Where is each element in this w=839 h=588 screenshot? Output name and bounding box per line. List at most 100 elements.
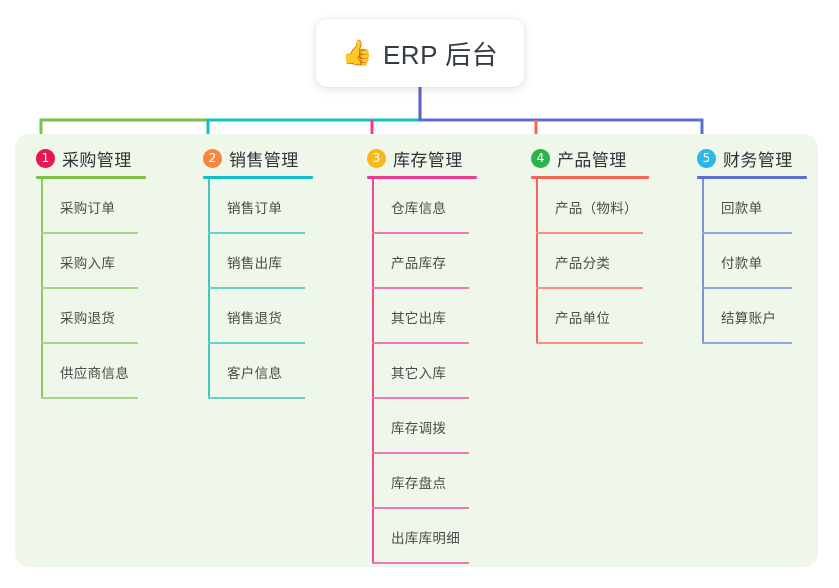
list-item[interactable]: 仓库信息 [372, 179, 477, 234]
column-title-3: 库存管理 [393, 150, 463, 170]
column-spine-1 [41, 179, 43, 399]
list-item[interactable]: 付款单 [702, 234, 807, 289]
list-item-rule [536, 287, 643, 289]
list-item-rule [208, 397, 305, 399]
list-item-rule [702, 342, 792, 344]
list-item-label: 库存调拨 [391, 420, 447, 436]
list-item[interactable]: 产品（物料） [536, 179, 649, 234]
list-item-rule [536, 232, 643, 234]
diagram-panel [15, 134, 818, 567]
list-item-rule [208, 342, 305, 344]
list-item-rule [702, 232, 792, 234]
column-badge-4: 4 [531, 148, 550, 168]
column-header-3[interactable]: 3 库存管理 [367, 146, 477, 170]
list-item-rule [536, 342, 643, 344]
root-node[interactable]: 👍 ERP 后台 [316, 19, 524, 87]
list-item-rule [702, 287, 792, 289]
root-title: ERP 后台 [382, 39, 499, 70]
list-item[interactable]: 回款单 [702, 179, 807, 234]
column-items-5: 回款单付款单结算账户 [702, 179, 807, 344]
list-item[interactable]: 采购订单 [41, 179, 146, 234]
list-item-rule [372, 397, 469, 399]
list-item-rule [41, 232, 138, 234]
list-item[interactable]: 供应商信息 [41, 344, 146, 399]
list-item-label: 产品分类 [555, 255, 611, 271]
list-item-label: 客户信息 [227, 365, 283, 381]
list-item[interactable]: 出库库明细 [372, 509, 477, 564]
column-badge-5: 5 [697, 148, 716, 168]
list-item[interactable]: 客户信息 [208, 344, 313, 399]
list-item[interactable]: 销售出库 [208, 234, 313, 289]
list-item[interactable]: 结算账户 [702, 289, 807, 344]
list-item-label: 结算账户 [721, 310, 777, 326]
column-5: 5 财务管理回款单付款单结算账户 [697, 146, 807, 344]
column-header-4[interactable]: 4 产品管理 [531, 146, 649, 170]
list-item-label: 付款单 [721, 255, 763, 271]
thumbs-up-icon: 👍 [341, 38, 373, 67]
column-title-4: 产品管理 [557, 150, 627, 170]
list-item-label: 产品（物料） [555, 200, 638, 216]
list-item-rule [372, 232, 469, 234]
list-item-label: 销售订单 [227, 200, 283, 216]
list-item[interactable]: 销售订单 [208, 179, 313, 234]
list-item[interactable]: 采购入库 [41, 234, 146, 289]
column-rule-2 [203, 176, 313, 179]
column-rule-1 [36, 176, 146, 179]
list-item-rule [372, 452, 469, 454]
list-item-rule [372, 562, 469, 564]
list-item[interactable]: 库存调拨 [372, 399, 477, 454]
list-item[interactable]: 产品单位 [536, 289, 649, 344]
column-spine-2 [208, 179, 210, 399]
column-items-1: 采购订单采购入库采购退货供应商信息 [41, 179, 146, 399]
column-header-5[interactable]: 5 财务管理 [697, 146, 807, 170]
column-items-4: 产品（物料） 产品分类产品单位 [536, 179, 649, 344]
list-item-rule [208, 287, 305, 289]
list-item-label: 产品库存 [391, 255, 447, 271]
list-item-rule [372, 507, 469, 509]
column-rule-5 [697, 176, 807, 179]
list-item-label: 产品单位 [555, 310, 611, 326]
column-4: 4 产品管理产品（物料） 产品分类产品单位 [531, 146, 649, 344]
list-item[interactable]: 采购退货 [41, 289, 146, 344]
list-item-rule [372, 342, 469, 344]
list-item[interactable]: 产品分类 [536, 234, 649, 289]
column-spine-4 [536, 179, 538, 344]
list-item-label: 销售出库 [227, 255, 283, 271]
column-rule-4 [531, 176, 649, 179]
list-item-label: 其它出库 [391, 310, 447, 326]
list-item[interactable]: 销售退货 [208, 289, 313, 344]
list-item[interactable]: 库存盘点 [372, 454, 477, 509]
column-title-2: 销售管理 [229, 150, 299, 170]
list-item-label: 回款单 [721, 200, 763, 216]
column-header-2[interactable]: 2 销售管理 [203, 146, 313, 170]
list-item-label: 采购退货 [60, 310, 116, 326]
list-item-label: 采购入库 [60, 255, 116, 271]
list-item-label: 销售退货 [227, 310, 283, 326]
list-item[interactable]: 其它入库 [372, 344, 477, 399]
list-item-rule [41, 287, 138, 289]
column-title-5: 财务管理 [723, 150, 793, 170]
list-item-label: 采购订单 [60, 200, 116, 216]
list-item[interactable]: 其它出库 [372, 289, 477, 344]
column-3: 3 库存管理仓库信息产品库存其它出库其它入库库存调拨库存盘点出库库明细 [367, 146, 477, 564]
list-item-rule [372, 287, 469, 289]
column-items-3: 仓库信息产品库存其它出库其它入库库存调拨库存盘点出库库明细 [372, 179, 477, 564]
column-spine-5 [702, 179, 704, 344]
column-2: 2 销售管理销售订单销售出库销售退货客户信息 [203, 146, 313, 399]
list-item-label: 出库库明细 [391, 530, 460, 546]
list-item-rule [41, 397, 138, 399]
list-item-rule [41, 342, 138, 344]
list-item-label: 库存盘点 [391, 475, 447, 491]
column-title-1: 采购管理 [62, 150, 132, 170]
column-badge-2: 2 [203, 148, 222, 168]
column-spine-3 [372, 179, 374, 564]
list-item[interactable]: 产品库存 [372, 234, 477, 289]
column-badge-3: 3 [367, 148, 386, 168]
column-rule-3 [367, 176, 477, 179]
list-item-label: 仓库信息 [391, 200, 447, 216]
list-item-rule [208, 232, 305, 234]
list-item-label: 其它入库 [391, 365, 447, 381]
column-items-2: 销售订单销售出库销售退货客户信息 [208, 179, 313, 399]
